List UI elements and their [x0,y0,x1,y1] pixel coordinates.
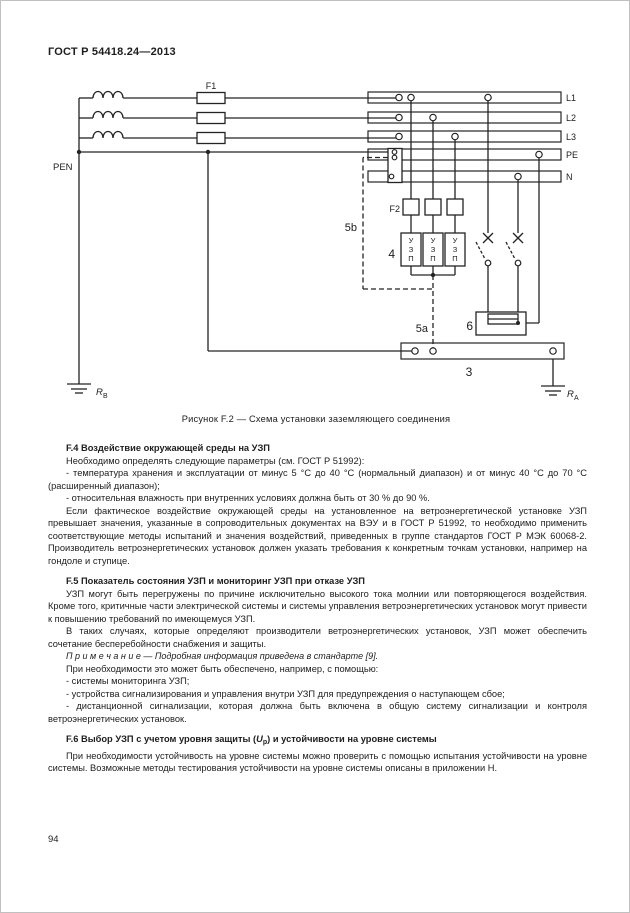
paragraph: В таких случаях, которые определяют прои… [48,626,587,649]
heading-f6-pre: F.6 Выбор УЗП с учетом уровня защиты ( [66,734,257,744]
dashed-connection-5b: 5b [345,156,433,290]
section-heading-f5: F.5 Показатель состояния УЗП и мониторин… [66,576,365,586]
busbar-label-n: N [566,172,573,182]
paragraph: Необходимо определять следующие параметр… [66,455,365,466]
pen-label: PEN [53,162,73,173]
heading-f6-subscript: p [262,739,268,746]
spd2-letter-z: З [431,245,436,254]
figure-caption: Рисунок F.2 — Схема установки заземляюще… [181,414,451,424]
section-heading-f4: F.4 Воздействие окружающей среды на УЗП [66,443,270,453]
resistance-a-label: R [567,389,574,400]
spd3-letter-p: П [452,254,457,263]
fuse-f1-phase1 [196,91,226,105]
earth-electrode-a: R A [541,359,579,402]
paragraph: УЗП могут быть перегружены по причине ис… [48,588,587,624]
busbar-terminals [388,93,557,355]
spd1-letter-z: З [409,245,414,254]
pen-conductor: PEN [53,149,391,173]
page-number: 94 [48,834,59,845]
spd2-letter-p: П [430,254,435,263]
fuse-f1-phase3 [196,131,226,145]
dashed-connection-5a: 5a [416,275,434,348]
device-6-label: 6 [466,319,473,333]
device-6: 6 [466,311,527,336]
spd1-letter-u: У [409,236,414,245]
resistance-b-label: R [96,387,103,398]
transformer-source: F1 [78,81,396,384]
list-item: - устройства сигнализирования и управлен… [66,688,505,699]
list-item: - дистанционной сигнализации, которая до… [48,701,587,724]
label-5a: 5a [416,323,429,335]
resistance-b-sub: B [103,393,108,400]
busbar-label-l1: L1 [566,93,576,103]
drop-lines [410,98,540,324]
fuse-f2-group: F2 [389,198,464,233]
paragraph: При необходимости это может быть обеспеч… [66,663,379,674]
spd1-letter-p: П [408,254,413,263]
fuse-f1-label: F1 [206,81,217,91]
earthing-busbar-label: 3 [466,365,473,379]
busbar-label-l3: L3 [566,132,576,142]
label-5b: 5b [345,222,357,234]
spd-group-label: 4 [388,247,395,261]
busbar-l3 [367,130,562,143]
resistance-a-sub: A [574,395,579,402]
heading-f6-post: ) и устойчивости на уровне системы [267,734,437,744]
circuit-diagram: L1 L2 L3 PE N 3 [53,81,579,402]
busbar-n [367,170,562,183]
list-item: - относительная влажность при внутренних… [66,493,430,503]
spd2-letter-u: У [431,236,436,245]
document-title: ГОСТ Р 54418.24—2013 [48,46,176,58]
paragraph: При необходимости устойчивость на уровне… [48,750,587,774]
busbar-label-l2: L2 [566,113,576,123]
list-item: - температура хранения и эксплуатации от… [48,468,587,491]
spd-group: У З П У З П У З П 4 [388,232,466,278]
section-heading-f6: F.6 Выбор УЗП с учетом уровня защиты (Up… [48,733,587,750]
spd3-letter-u: У [453,236,458,245]
list-item: - системы мониторинга УЗП; [66,676,190,686]
earth-electrode-b: R B [67,383,108,400]
spd3-letter-z: З [453,245,458,254]
body-text: F.4 Воздействие окружающей среды на УЗП … [48,442,587,775]
busbar-label-pe: PE [566,150,578,160]
busbar-pe [367,148,562,161]
heading-f6-u-symbol: U [256,734,263,744]
fuse-f1-phase2 [196,111,226,125]
fuse-f2-label: F2 [389,204,400,214]
pen-to-earthbar-line [207,152,412,352]
paragraph: Если фактическое воздействие окружающей … [48,505,587,566]
note: П р и м е ч а н и е — Подробная информац… [66,651,379,661]
disconnect-switches [475,232,524,314]
earthing-busbar: 3 [400,342,565,379]
